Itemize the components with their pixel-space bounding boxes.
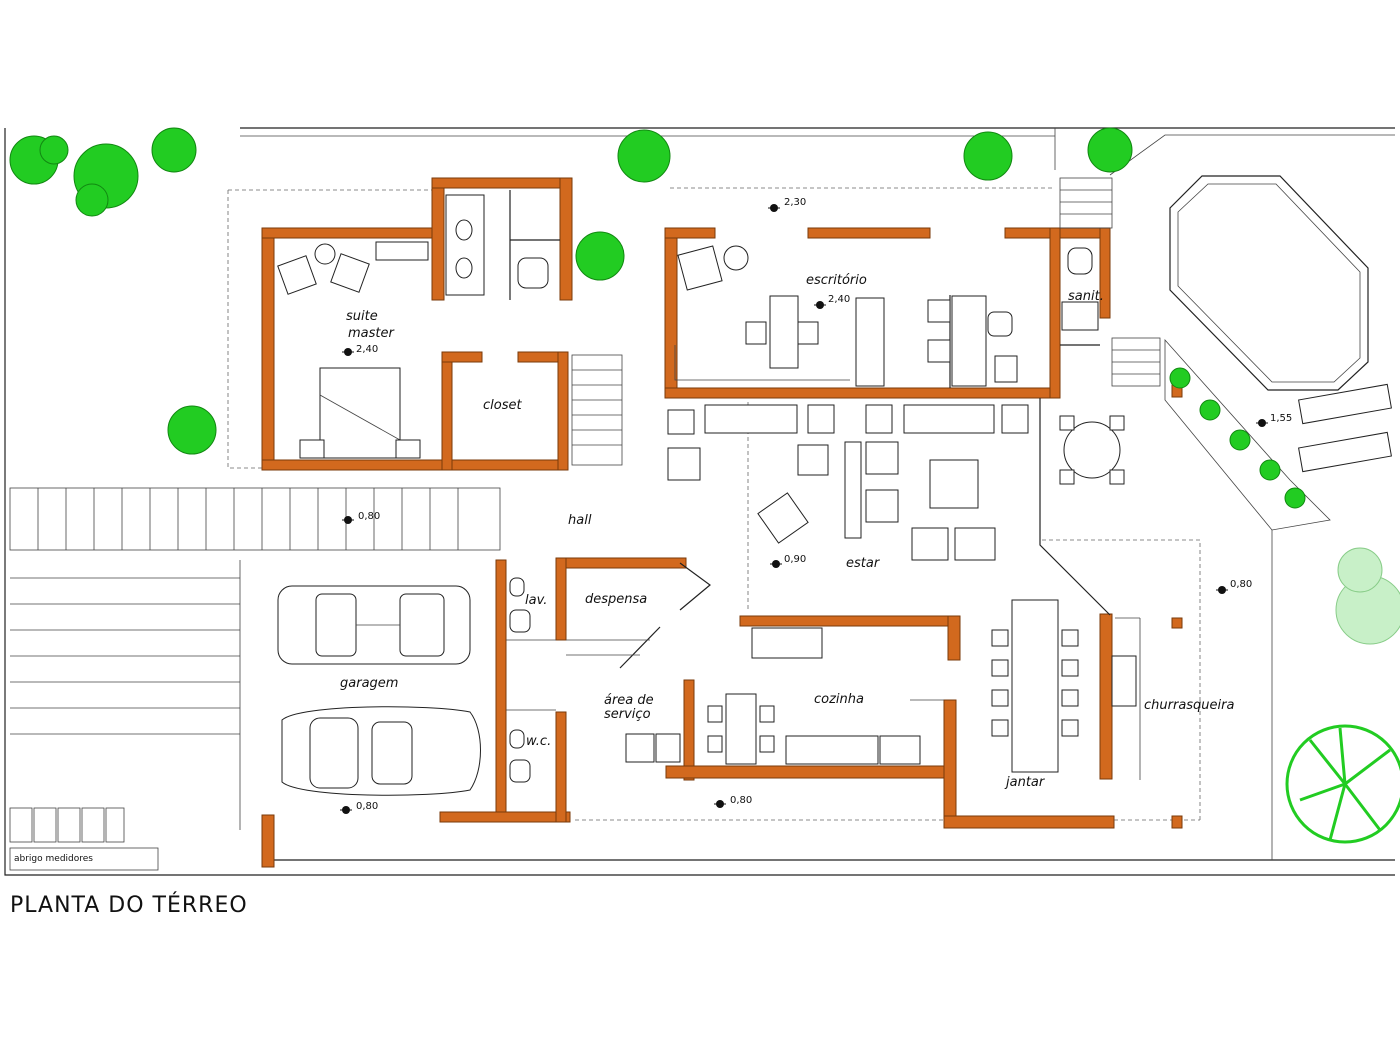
level-marker-icon xyxy=(770,560,782,568)
level-marker-icon xyxy=(1256,419,1268,427)
level-marker-icon xyxy=(714,800,726,808)
room-label-jantar: jantar xyxy=(1004,775,1046,790)
tree-top-middle-icon xyxy=(617,129,671,183)
tree-bottom-right-icon xyxy=(1285,724,1400,844)
level-label-pool: 1,55 xyxy=(1270,413,1292,424)
label-abrigo-medidores: abrigo medidores xyxy=(14,854,93,864)
tree-right-light-icon xyxy=(1335,547,1400,645)
tree-garden-icon xyxy=(575,231,625,281)
level-label-bottom: 0,80 xyxy=(730,795,752,806)
level-label-driveway: 0,80 xyxy=(358,511,380,522)
pool[interactable] xyxy=(1164,175,1369,531)
car-sports xyxy=(281,706,481,796)
room-label-lav: lav. xyxy=(525,593,547,608)
level-marker-icon xyxy=(342,516,354,524)
level-label-estar: 0,90 xyxy=(784,554,806,565)
level-markers xyxy=(340,204,1268,814)
level-label-top: 2,30 xyxy=(784,197,806,208)
level-label-right: 0,80 xyxy=(1230,579,1252,590)
room-label-closet: closet xyxy=(483,398,522,413)
hedge-icon xyxy=(1169,367,1306,509)
interior-lines xyxy=(506,190,1141,780)
room-label-sanit: sanit. xyxy=(1068,289,1104,304)
room-labels: suite master closet escritório sanit. ha… xyxy=(14,273,1235,864)
tree-top-left-1-icon xyxy=(9,135,69,185)
room-label-cozinha: cozinha xyxy=(814,692,864,707)
furniture xyxy=(277,194,1392,783)
tree-top-left-3-icon xyxy=(151,127,197,173)
room-label-hall: hall xyxy=(568,513,592,528)
level-label-suite: 2,40 xyxy=(356,344,378,355)
cars xyxy=(277,585,481,796)
level-label-garage: 0,80 xyxy=(356,801,378,812)
plan-title: PLANTA DO TÉRREO xyxy=(10,892,248,918)
level-marker-icon xyxy=(768,204,780,212)
tree-top-right-icon xyxy=(963,131,1013,181)
room-label-servico: serviço xyxy=(604,707,651,722)
site-boundary xyxy=(4,127,1395,876)
level-marker-icon xyxy=(342,348,354,356)
room-label-garagem: garagem xyxy=(340,676,398,691)
room-label-suite: suite xyxy=(346,309,378,324)
level-marker-icon xyxy=(814,301,826,309)
room-label-master: master xyxy=(348,326,395,341)
room-label-churrasqueira: churrasqueira xyxy=(1144,698,1235,713)
walls xyxy=(261,177,1183,868)
room-label-estar: estar xyxy=(846,556,881,571)
tree-pool-icon xyxy=(1087,127,1133,173)
room-label-escritorio: escritório xyxy=(806,273,867,288)
tree-top-left-2-icon xyxy=(73,143,139,217)
level-marker-icon xyxy=(340,806,352,814)
tree-left-middle-icon xyxy=(167,405,217,455)
level-label-escritorio: 2,40 xyxy=(828,294,850,305)
level-labels: 2,40 2,40 2,30 1,55 0,80 0,90 0,80 0,80 … xyxy=(356,197,1292,812)
stairs xyxy=(571,177,1161,466)
room-label-despensa: despensa xyxy=(585,592,647,607)
room-label-wc: w.c. xyxy=(526,734,551,749)
car-sedan xyxy=(277,585,471,665)
trees xyxy=(9,127,1400,844)
room-label-area: área de xyxy=(604,693,654,708)
level-marker-icon xyxy=(1216,586,1228,594)
driveway xyxy=(9,487,501,871)
